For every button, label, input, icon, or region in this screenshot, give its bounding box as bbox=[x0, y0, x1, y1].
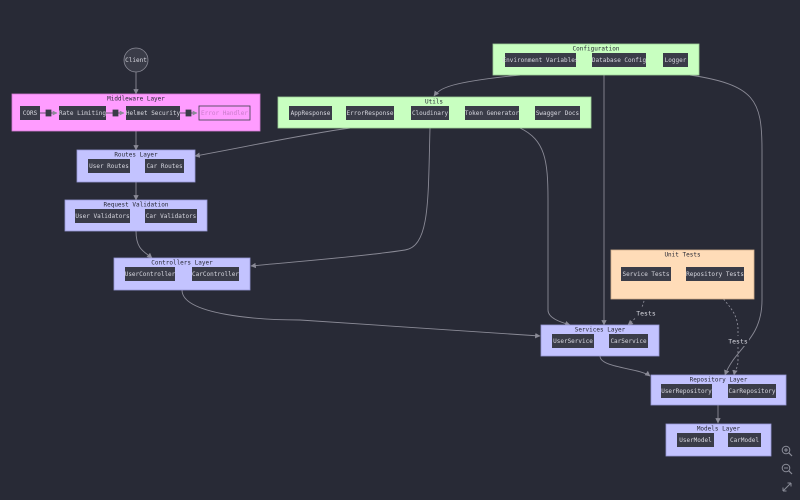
node-label: CarModel bbox=[730, 437, 759, 444]
edge-utils-to-controllers bbox=[250, 127, 431, 269]
group-routes[interactable]: Routes Layer User Routes Car Routes bbox=[76, 149, 196, 183]
node-car-validators[interactable]: Car Validators bbox=[145, 209, 197, 223]
group-models[interactable]: Models Layer UserModel CarModel bbox=[665, 423, 772, 457]
group-controllers[interactable]: Controllers Layer UserController CarCont… bbox=[113, 257, 251, 291]
node-error-handler[interactable]: Error Handler bbox=[198, 105, 251, 121]
node-database-config[interactable]: Database Config bbox=[592, 53, 647, 67]
node-label: Helmet Security bbox=[126, 110, 181, 117]
node-label: ErrorResponse bbox=[347, 110, 394, 117]
group-services[interactable]: Services Layer UserService CarService bbox=[540, 324, 660, 357]
group-utils[interactable]: Utils AppResponse ErrorResponse Cloudina… bbox=[277, 96, 592, 129]
node-carservice[interactable]: CarService bbox=[609, 334, 648, 348]
node-carcontroller[interactable]: CarController bbox=[192, 267, 239, 281]
node-repository-tests[interactable]: Repository Tests bbox=[686, 267, 744, 281]
node-label: UserController bbox=[125, 271, 176, 278]
group-title: Repository Layer bbox=[690, 377, 748, 384]
node-label: User Routes bbox=[89, 163, 129, 170]
node-service-tests[interactable]: Service Tests bbox=[621, 267, 671, 281]
group-title: Models Layer bbox=[697, 426, 741, 433]
node-logger[interactable]: Logger bbox=[663, 53, 688, 67]
node-label: CORS bbox=[23, 110, 38, 117]
node-label: Repository Tests bbox=[686, 271, 744, 278]
edge-label-repository-tests: Tests bbox=[727, 336, 749, 346]
node-label: Logger bbox=[665, 57, 687, 64]
group-title: Request Validation bbox=[103, 202, 168, 209]
group-repository[interactable]: Repository Layer UserRepository CarRepos… bbox=[650, 374, 787, 406]
node-label: CarRepository bbox=[729, 388, 776, 395]
node-label: Service Tests bbox=[623, 271, 670, 278]
group-request-validation[interactable]: Request Validation User Validators Car V… bbox=[64, 199, 208, 232]
zoom-out-glyph bbox=[781, 463, 793, 475]
node-label: UserModel bbox=[679, 437, 712, 444]
edge-services-to-repository bbox=[599, 355, 651, 377]
edge-utils-to-routes bbox=[194, 127, 351, 158]
group-title: Services Layer bbox=[575, 327, 626, 334]
zoom-in-glyph bbox=[781, 445, 793, 457]
group-title: Middleware Layer bbox=[107, 96, 165, 103]
edges bbox=[133, 72, 763, 424]
edge-utils-to-services bbox=[519, 127, 571, 327]
group-configuration[interactable]: Configuration Environment Variables Data… bbox=[492, 43, 700, 76]
node-label: Environment Variables bbox=[503, 57, 579, 64]
node-label: UserRepository bbox=[661, 388, 712, 395]
node-carrepository[interactable]: CarRepository bbox=[728, 384, 776, 398]
node-token-generator[interactable]: Token Generator bbox=[465, 106, 520, 120]
edge-config-to-repository bbox=[689, 74, 763, 376]
edge-repository-tests-to-repository bbox=[715, 280, 739, 376]
node-errorresponse[interactable]: ErrorResponse bbox=[346, 106, 394, 120]
node-usermodel[interactable]: UserModel bbox=[677, 433, 714, 447]
group-title: Controllers Layer bbox=[151, 260, 213, 267]
node-label: CarController bbox=[192, 271, 239, 278]
node-cloudinary[interactable]: Cloudinary bbox=[411, 106, 449, 120]
middleware-chain-edges bbox=[40, 109, 198, 117]
zoom-in-icon[interactable] bbox=[778, 442, 796, 460]
group-unit-tests[interactable]: Unit Tests Service Tests Repository Test… bbox=[610, 249, 755, 300]
node-cors[interactable]: CORS bbox=[20, 106, 40, 120]
group-title: Routes Layer bbox=[114, 152, 158, 159]
edge-controllers-to-services bbox=[181, 289, 541, 339]
node-appresponse[interactable]: AppResponse bbox=[289, 106, 332, 120]
node-label: Error Handler bbox=[201, 110, 248, 117]
fit-view-glyph bbox=[782, 482, 792, 492]
client-node[interactable]: Client bbox=[123, 47, 149, 73]
group-middleware[interactable]: Middleware Layer CORS Rate Limiting Helm… bbox=[11, 93, 261, 132]
node-label: Swagger Docs bbox=[536, 110, 580, 117]
node-label: Car Validators bbox=[146, 213, 197, 220]
node-label: UserService bbox=[553, 338, 593, 345]
node-swagger-docs[interactable]: Swagger Docs bbox=[535, 106, 580, 120]
client-label: Client bbox=[125, 57, 147, 64]
edge-label-text: Tests bbox=[636, 310, 656, 318]
edge-validation-to-controllers bbox=[135, 230, 153, 259]
node-user-routes[interactable]: User Routes bbox=[88, 159, 130, 173]
fit-view-icon[interactable] bbox=[778, 478, 796, 496]
edge-config-to-utils bbox=[433, 74, 521, 97]
node-rate-limiting[interactable]: Rate Limiting bbox=[59, 106, 106, 120]
node-usercontroller[interactable]: UserController bbox=[125, 267, 176, 281]
group-title: Configuration bbox=[573, 46, 620, 53]
node-label: Rate Limiting bbox=[59, 110, 106, 117]
node-label: CarService bbox=[610, 338, 647, 345]
edge-label-service-tests: Tests bbox=[635, 308, 657, 318]
node-userservice[interactable]: UserService bbox=[552, 334, 594, 348]
node-userrepository[interactable]: UserRepository bbox=[661, 384, 712, 398]
node-label: AppResponse bbox=[291, 110, 331, 117]
node-label: Token Generator bbox=[465, 110, 520, 117]
group-title: Utils bbox=[425, 99, 443, 106]
node-label: Car Routes bbox=[146, 163, 183, 170]
node-carmodel[interactable]: CarModel bbox=[728, 433, 761, 447]
node-label: User Validators bbox=[75, 213, 130, 220]
node-label: Database Config bbox=[592, 57, 647, 64]
edge-label-text: Tests bbox=[728, 338, 748, 346]
node-environment-variables[interactable]: Environment Variables bbox=[503, 53, 579, 67]
node-label: Cloudinary bbox=[412, 110, 449, 117]
node-car-routes[interactable]: Car Routes bbox=[145, 159, 184, 173]
group-title: Unit Tests bbox=[664, 252, 701, 259]
node-user-validators[interactable]: User Validators bbox=[75, 209, 130, 223]
node-helmet-security[interactable]: Helmet Security bbox=[126, 106, 181, 120]
zoom-out-icon[interactable] bbox=[778, 460, 796, 478]
